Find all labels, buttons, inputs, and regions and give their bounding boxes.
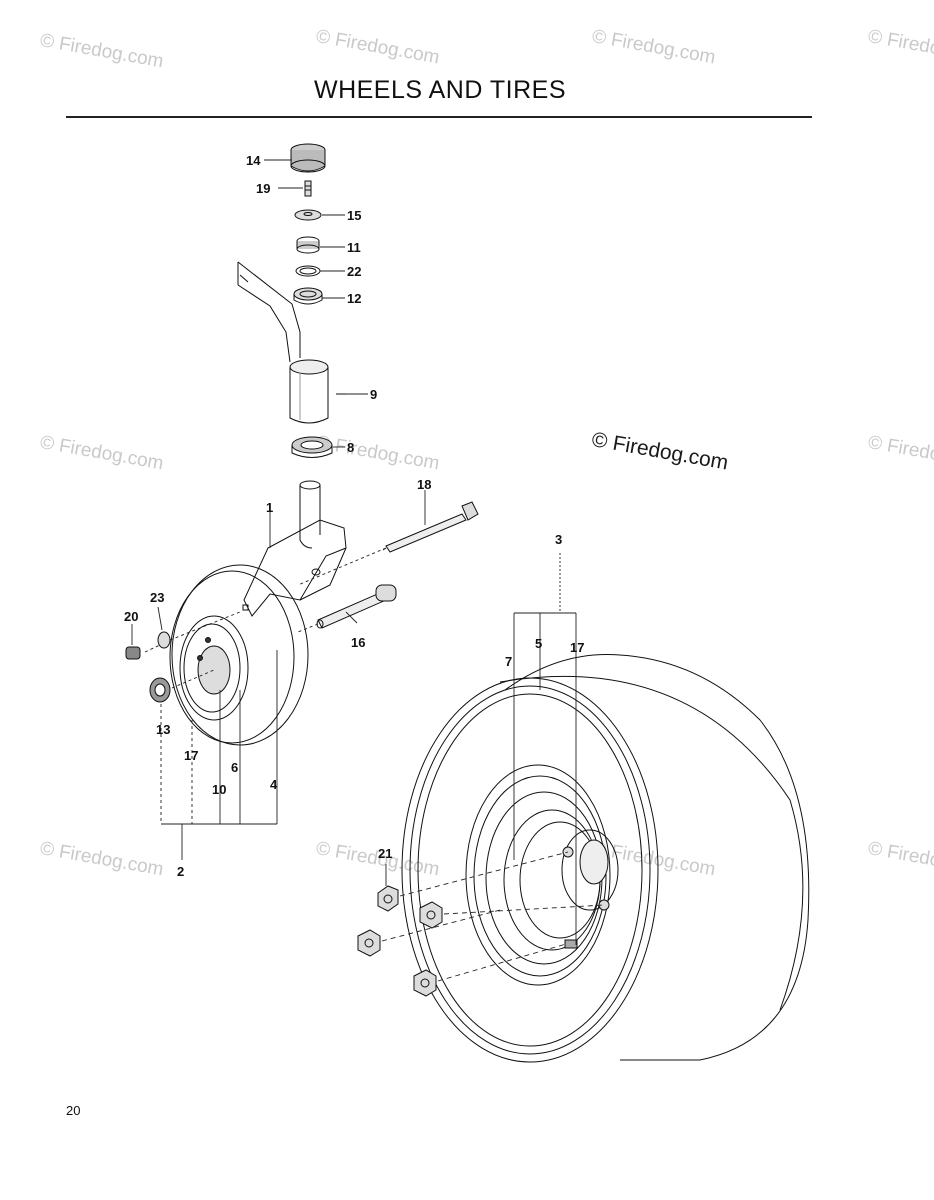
callout-18: 18 bbox=[417, 477, 431, 492]
callout-16: 16 bbox=[351, 635, 365, 650]
callout-17: 17 bbox=[570, 640, 584, 655]
callout-10: 10 bbox=[212, 782, 226, 797]
callout-22: 22 bbox=[347, 264, 361, 279]
callout-2: 2 bbox=[177, 864, 184, 879]
callout-8: 8 bbox=[347, 440, 354, 455]
callout-1: 1 bbox=[266, 500, 273, 515]
spacer-22 bbox=[295, 265, 321, 277]
washer-15 bbox=[294, 209, 322, 221]
drive-tire bbox=[401, 653, 810, 1063]
leader-lines bbox=[131, 159, 605, 982]
callout-20: 20 bbox=[124, 609, 138, 624]
callout-14: 14 bbox=[246, 153, 261, 168]
spacer-16 bbox=[316, 584, 397, 629]
callout-6: 6 bbox=[231, 760, 238, 775]
page-number: 20 bbox=[66, 1103, 81, 1118]
callout-7: 7 bbox=[505, 654, 512, 669]
title-rule bbox=[66, 116, 812, 118]
bolt-18 bbox=[382, 501, 479, 553]
callout-19: 19 bbox=[256, 181, 270, 196]
callout-4: 4 bbox=[270, 777, 278, 792]
caster-fork-1 bbox=[242, 480, 347, 617]
nut-20 bbox=[125, 646, 141, 660]
callout-17: 17 bbox=[184, 748, 198, 763]
callout-3: 3 bbox=[555, 532, 562, 547]
callout-5: 5 bbox=[535, 636, 542, 651]
spindle-housing bbox=[289, 359, 346, 424]
bearing-13 bbox=[149, 677, 171, 703]
bearing-12 bbox=[293, 287, 323, 305]
dust-cap-14 bbox=[290, 143, 326, 173]
callout-12: 12 bbox=[347, 291, 361, 306]
frame-arm bbox=[237, 261, 301, 363]
callout-23: 23 bbox=[150, 590, 164, 605]
callout-15: 15 bbox=[347, 208, 361, 223]
page-title: WHEELS AND TIRES bbox=[313, 76, 567, 104]
grease-fitting-19 bbox=[304, 180, 312, 197]
callout-13: 13 bbox=[156, 722, 170, 737]
nut-11 bbox=[296, 236, 320, 254]
callout-9: 9 bbox=[370, 387, 377, 402]
washer-23 bbox=[157, 631, 171, 649]
caster-wheel bbox=[169, 564, 309, 746]
lug-nuts-21 bbox=[357, 885, 443, 997]
callout-11: 11 bbox=[347, 240, 361, 255]
bearing-8 bbox=[291, 436, 333, 458]
callout-21: 21 bbox=[378, 846, 392, 861]
